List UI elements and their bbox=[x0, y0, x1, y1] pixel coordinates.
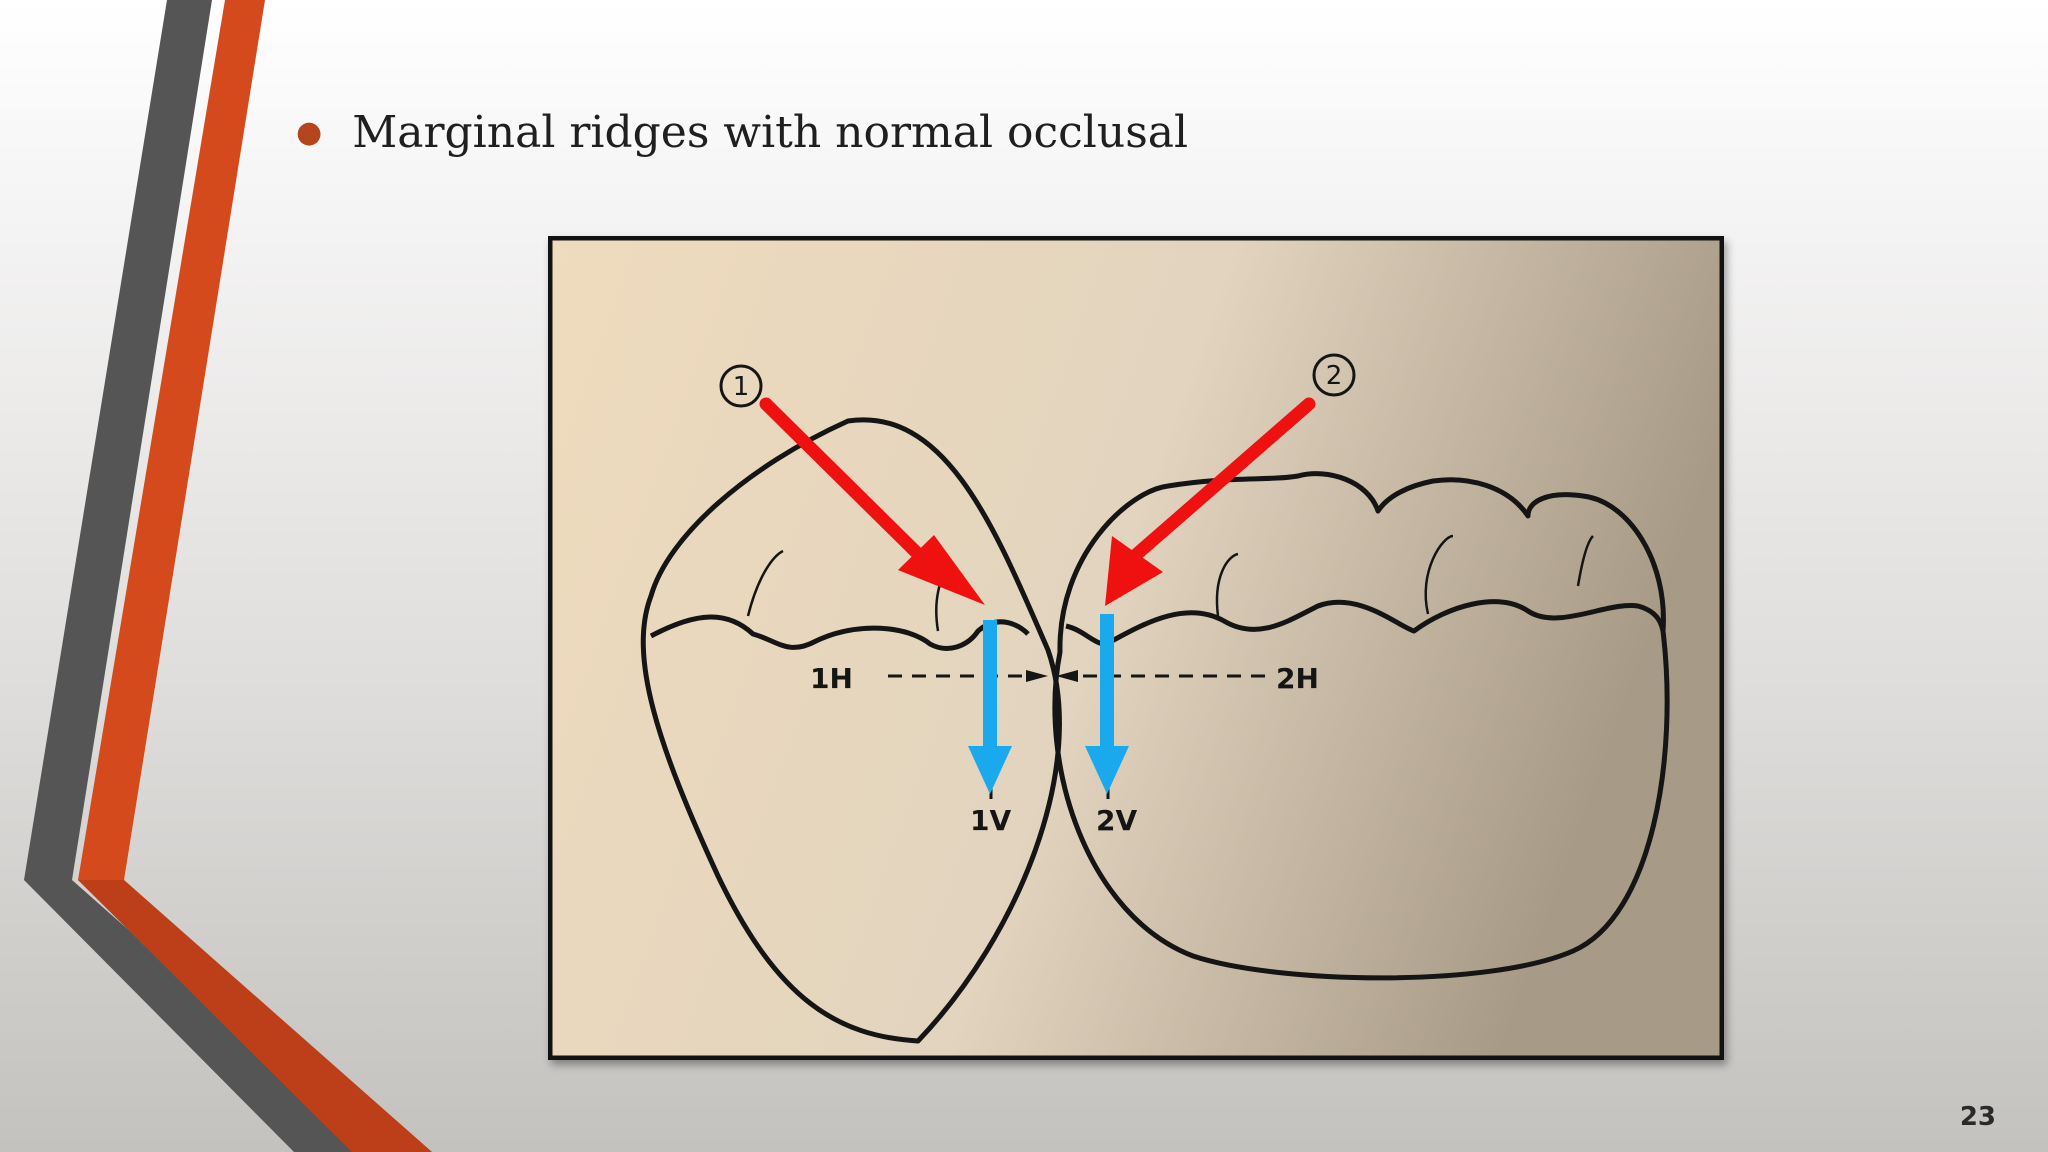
tooth-diagram: 1H 2H 1V 2V 1 2 bbox=[548, 236, 1724, 1060]
right-tooth-groove-3 bbox=[1576, 535, 1594, 587]
red-arrow-1-shaft bbox=[759, 397, 927, 563]
red-arrow-2-shaft bbox=[1122, 397, 1316, 568]
right-tooth-outline bbox=[1052, 471, 1670, 981]
label-2h: 2H bbox=[1276, 662, 1319, 695]
marker-2-label: 2 bbox=[1326, 361, 1343, 391]
slide-title-text: Marginal ridges with normal occlusal bbox=[352, 106, 1189, 158]
contact-arrow-left bbox=[1026, 670, 1048, 682]
slide-title: ● Marginal ridges with normal occlusal bbox=[296, 100, 1188, 164]
right-tooth-occlusal-line bbox=[1065, 599, 1666, 647]
orange-stripe-shade bbox=[78, 880, 432, 1152]
label-2v: 2V bbox=[1096, 804, 1137, 837]
tooth-diagram-figure: 1H 2H 1V 2V 1 2 bbox=[548, 236, 1724, 1060]
blue-arrow-1-head bbox=[968, 746, 1012, 794]
page-number: 23 bbox=[1959, 1102, 1996, 1132]
blue-arrow-2-head bbox=[1085, 746, 1129, 794]
left-tooth-groove-1 bbox=[746, 549, 784, 617]
left-tooth-outline bbox=[640, 417, 1062, 1044]
contact-arrow-right bbox=[1056, 670, 1078, 682]
red-arrow-2-head-fill bbox=[1105, 536, 1163, 606]
marker-2: 2 bbox=[1312, 353, 1356, 397]
marker-2-circle bbox=[1312, 353, 1356, 397]
blue-arrow-1 bbox=[968, 620, 1012, 794]
orange-stripe bbox=[78, 0, 432, 1152]
figure-frame bbox=[548, 236, 1724, 1060]
right-tooth-groove-2 bbox=[1424, 534, 1454, 615]
red-arrow-2 bbox=[1105, 397, 1316, 606]
bullet-icon: ● bbox=[296, 114, 323, 150]
red-arrow-1 bbox=[759, 397, 985, 605]
marker-1-circle bbox=[719, 364, 763, 408]
label-1h: 1H bbox=[810, 662, 853, 695]
left-tooth-occlusal-line bbox=[649, 614, 1030, 651]
red-arrow-1-head bbox=[898, 535, 985, 605]
gray-stripe bbox=[24, 0, 380, 1152]
marker-1-label: 1 bbox=[733, 372, 750, 402]
right-tooth-groove-1 bbox=[1215, 552, 1239, 617]
label-1v: 1V bbox=[970, 804, 1011, 837]
blue-arrow-2 bbox=[1085, 614, 1129, 794]
marker-1: 1 bbox=[719, 364, 763, 408]
